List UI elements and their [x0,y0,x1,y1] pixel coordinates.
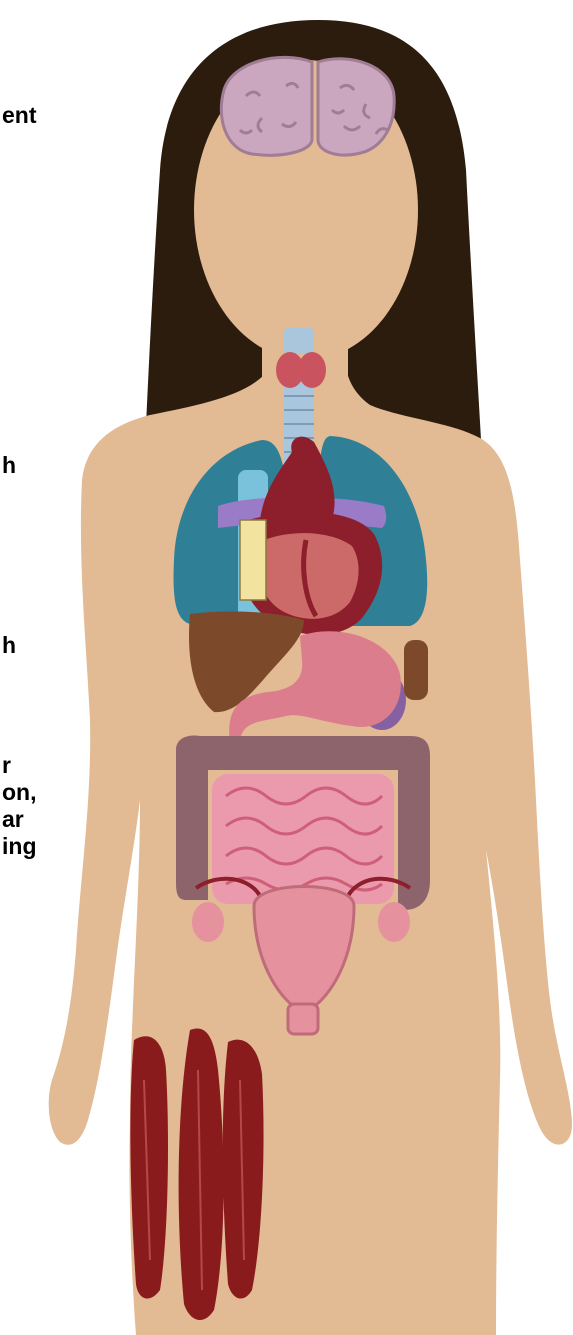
lungs-label: h [2,452,16,479]
intestines-icon [176,736,430,910]
brain-icon [221,57,394,155]
thigh-muscle-icon [130,1029,263,1321]
esophagus [240,520,266,600]
kidney-right [404,640,428,700]
brain-label: ent [2,102,37,129]
liver-label: h [2,632,16,659]
intestines-label: r on, ar ing [2,752,37,860]
